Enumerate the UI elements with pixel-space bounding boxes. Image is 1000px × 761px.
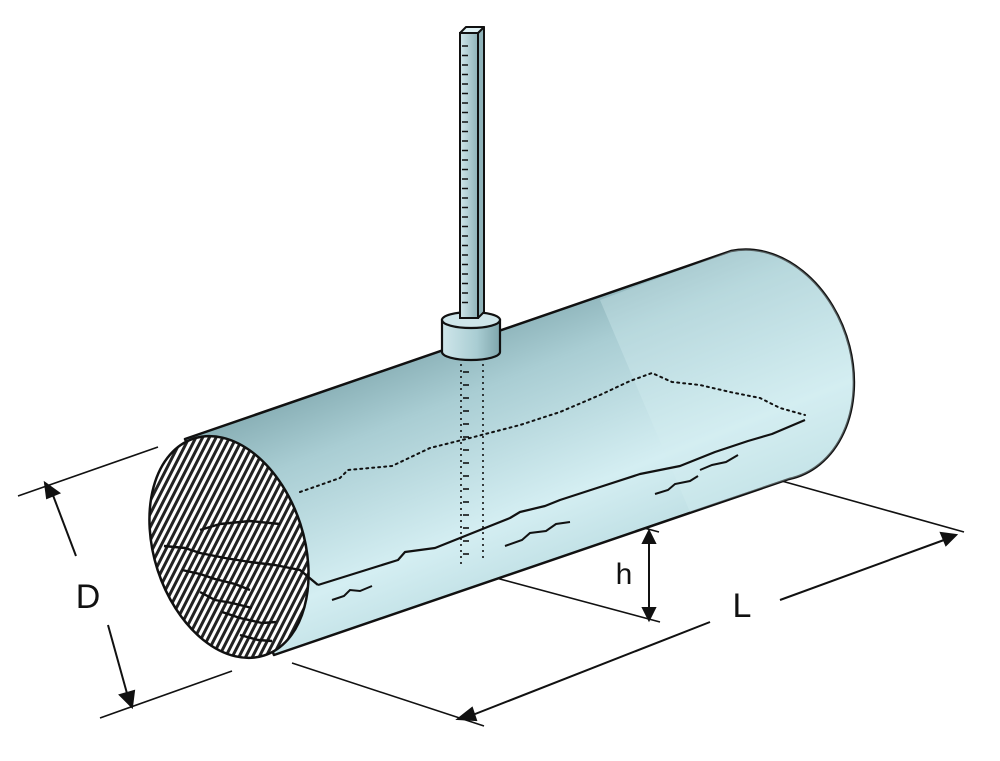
dipstick-scale-ticks xyxy=(462,45,468,304)
length-label: L xyxy=(733,587,752,625)
liquid-height-label: h xyxy=(616,558,633,591)
liquid-wave-1 xyxy=(331,585,373,601)
h-arrowhead-top xyxy=(641,528,657,544)
d-arrow-upper xyxy=(50,489,77,557)
d-extension-bottom xyxy=(99,670,233,719)
d-extension-top xyxy=(17,446,159,497)
liquid-wave-2 xyxy=(504,521,571,547)
l-extension-right xyxy=(770,477,965,533)
dipstick-hidden-ticks xyxy=(463,371,469,555)
l-arrow-lower xyxy=(469,621,711,717)
h-bottom-line xyxy=(469,570,661,623)
l-arrow-upper xyxy=(779,539,945,601)
gauge-collar xyxy=(440,310,502,362)
dipstick-hidden xyxy=(460,358,484,568)
liquid-surface-near xyxy=(317,418,806,587)
tank-body xyxy=(183,248,856,657)
cross-section-liquid xyxy=(163,519,319,643)
l-arrowhead-right xyxy=(939,531,959,547)
tank-end-cross-section xyxy=(148,434,310,660)
diameter-label: D xyxy=(76,578,101,616)
h-arrowhead-bottom xyxy=(641,607,657,623)
dipstick-rod xyxy=(459,26,485,319)
liquid-wave-3 xyxy=(654,475,699,495)
liquid-wave-4 xyxy=(699,454,739,471)
d-arrowhead-top xyxy=(43,480,62,500)
l-extension-left xyxy=(291,662,485,727)
d-arrow-lower xyxy=(107,624,129,698)
d-arrowhead-bottom xyxy=(118,689,136,710)
l-arrowhead-left xyxy=(455,706,478,722)
tank-body-highlight xyxy=(600,249,854,512)
liquid-surface-far xyxy=(299,371,806,493)
dimension-arrows xyxy=(43,480,959,722)
